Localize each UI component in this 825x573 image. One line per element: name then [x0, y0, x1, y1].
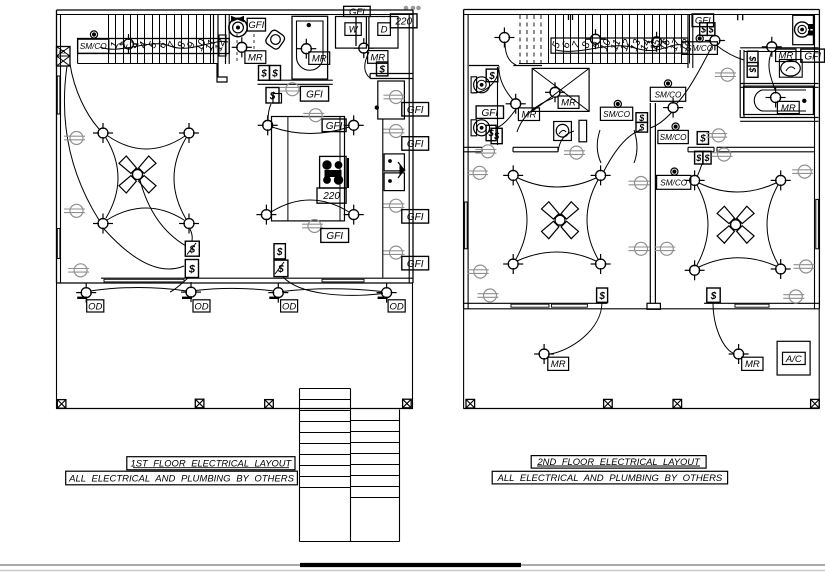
svg-text:OD: OD	[194, 301, 208, 312]
svg-text:$: $	[276, 247, 283, 258]
svg-text:$: $	[703, 153, 710, 163]
svg-text:A/C: A/C	[785, 354, 802, 365]
svg-text:$: $	[189, 244, 196, 255]
svg-text:$: $	[700, 24, 707, 34]
svg-text:5: 5	[146, 40, 159, 50]
svg-text:GFI: GFI	[326, 121, 343, 132]
svg-text:MR: MR	[522, 110, 537, 121]
svg-text:GFI: GFI	[248, 20, 264, 31]
svg-text:GFI: GFI	[481, 108, 498, 119]
svg-text:$: $	[271, 68, 278, 79]
svg-text:3: 3	[127, 40, 140, 50]
svg-text:$: $	[747, 55, 757, 62]
svg-text:1: 1	[108, 40, 121, 50]
svg-text:6: 6	[156, 40, 169, 50]
svg-text:$: $	[638, 113, 645, 123]
svg-text:GFI: GFI	[407, 139, 424, 150]
svg-text:GFI: GFI	[407, 212, 424, 223]
svg-text:D: D	[381, 25, 388, 36]
svg-text:MR: MR	[312, 54, 327, 65]
svg-text:ALL ELECTRICAL AND PLUMBING BY: ALL ELECTRICAL AND PLUMBING BY OTHERS	[497, 473, 723, 484]
svg-text:5: 5	[550, 40, 563, 50]
svg-text:SM/CO: SM/CO	[603, 110, 630, 119]
svg-text:$: $	[269, 91, 276, 102]
svg-text:SM/CO: SM/CO	[80, 42, 107, 51]
svg-text:11: 11	[608, 38, 623, 53]
svg-text:GFI: GFI	[326, 231, 343, 242]
svg-text:ALL ELECTRICAL AND PLUMBING BY: ALL ELECTRICAL AND PLUMBING BY OTHERS	[68, 473, 294, 484]
svg-text:MR: MR	[248, 53, 263, 64]
svg-text:$: $	[488, 71, 495, 82]
svg-text:11: 11	[203, 38, 218, 53]
svg-text:6: 6	[560, 40, 573, 50]
svg-text:MR: MR	[561, 98, 576, 109]
svg-text:SM/CO: SM/CO	[660, 133, 687, 142]
svg-text:60: 60	[59, 50, 65, 56]
svg-text:$: $	[708, 24, 715, 34]
svg-text:$: $	[638, 122, 645, 132]
svg-text:$: $	[598, 291, 605, 302]
svg-text:OD: OD	[282, 301, 296, 312]
svg-text:$: $	[710, 291, 717, 302]
svg-text:1ST FLOOR ELECTRICAL LAYOUT: 1ST FLOOR ELECTRICAL LAYOUT	[131, 458, 293, 469]
svg-text:SM/CO: SM/CO	[655, 90, 682, 99]
svg-text:$: $	[277, 264, 284, 275]
svg-text:MR: MR	[745, 359, 760, 370]
svg-text:OD: OD	[88, 301, 102, 312]
svg-text:$: $	[747, 66, 757, 73]
svg-text:MR: MR	[370, 52, 385, 63]
svg-text:GFI: GFI	[407, 105, 424, 116]
svg-text:7: 7	[166, 39, 180, 50]
svg-text:$: $	[699, 134, 706, 145]
svg-text:10: 10	[598, 37, 614, 52]
svg-text:220: 220	[322, 191, 340, 202]
svg-text:8: 8	[175, 40, 188, 50]
svg-text:W: W	[349, 25, 359, 36]
svg-text:12: 12	[618, 37, 634, 52]
svg-text:SM/CO: SM/CO	[660, 178, 687, 187]
svg-text:2: 2	[117, 40, 131, 51]
svg-text:MR: MR	[781, 103, 796, 114]
svg-text:GFI: GFI	[306, 89, 323, 100]
svg-text:GFI: GFI	[407, 259, 424, 270]
svg-text:8: 8	[580, 40, 593, 50]
svg-text:GFI: GFI	[804, 51, 821, 62]
svg-text:$: $	[378, 65, 385, 76]
svg-text:$: $	[695, 153, 702, 163]
svg-text:GFI: GFI	[695, 16, 711, 27]
svg-text:SM/CO: SM/CO	[686, 44, 713, 53]
svg-text:GFI: GFI	[349, 7, 365, 18]
svg-text:MR: MR	[778, 51, 793, 62]
svg-text:$: $	[260, 68, 267, 79]
svg-text:MR: MR	[551, 359, 566, 370]
svg-text:9: 9	[185, 40, 198, 50]
svg-text:7: 7	[570, 39, 584, 50]
svg-text:$: $	[188, 263, 196, 275]
svg-text:2ND FLOOR ELECTRICAL LAYOUT: 2ND FLOOR ELECTRICAL LAYOUT	[536, 456, 701, 467]
svg-text:220: 220	[394, 16, 412, 27]
svg-text:$: $	[493, 131, 500, 141]
svg-text:OD: OD	[390, 301, 404, 312]
